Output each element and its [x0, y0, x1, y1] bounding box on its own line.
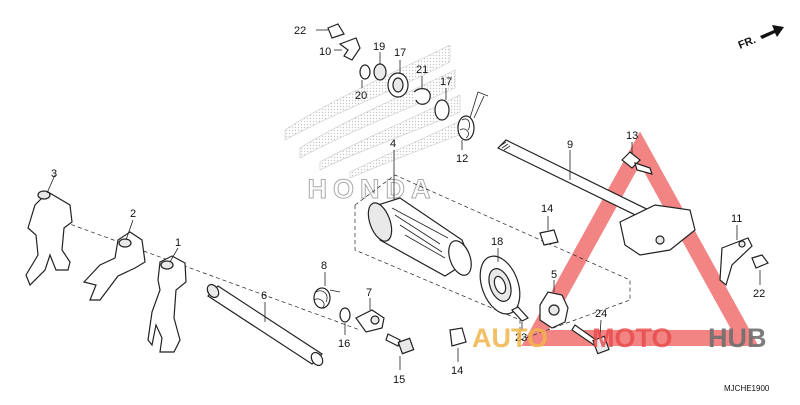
callout-20: 20	[355, 90, 367, 102]
callout-8: 8	[321, 260, 327, 272]
callout-14-upper: 14	[541, 203, 553, 215]
callout-22-top: 22	[294, 25, 306, 37]
callout-11: 11	[731, 213, 742, 225]
callout-21: 21	[416, 64, 428, 76]
bolt-24	[571, 319, 610, 355]
bolt-22-right	[751, 254, 769, 285]
callout-2: 2	[130, 208, 136, 220]
watermark-word-moto: MOTO	[592, 323, 673, 353]
shift-drum-4	[367, 150, 472, 277]
callout-14-lower: 14	[451, 365, 463, 377]
bolt-14-lower	[449, 327, 467, 362]
callout-3: 3	[51, 168, 57, 180]
stopper-arm-7	[355, 298, 385, 333]
bearing-18	[479, 248, 521, 315]
callout-18: 18	[491, 236, 503, 248]
shift-fork-3	[25, 174, 73, 287]
dowel-pin-23	[511, 306, 529, 330]
washer-16	[339, 307, 351, 335]
shift-fork-2	[82, 219, 146, 301]
callout-23: 23	[515, 332, 527, 344]
bolt-15	[385, 333, 415, 370]
callout-4: 4	[390, 138, 396, 150]
washer-20	[359, 64, 371, 88]
diagram-code: MJCHE1900	[724, 384, 770, 393]
drum-assembly-outline	[354, 174, 631, 341]
fork-shaft-6	[206, 283, 324, 367]
callout-13: 13	[626, 130, 638, 142]
bolt-14-upper	[539, 216, 559, 246]
front-direction-arrow: FR.	[737, 25, 784, 52]
callout-9: 9	[567, 139, 573, 151]
gearshift-spindle-9	[496, 139, 696, 256]
spring-8	[313, 272, 341, 309]
shift-fork-1	[147, 247, 187, 353]
callout-10: 10	[319, 46, 331, 58]
washer-17-lower	[434, 88, 450, 121]
callout-12: 12	[456, 153, 468, 165]
washer-17-upper	[387, 60, 409, 98]
return-spring-12	[457, 91, 489, 150]
drum-center-5	[539, 280, 569, 329]
callout-15: 15	[393, 374, 405, 386]
collar-19	[373, 52, 387, 81]
callout-19: 19	[373, 41, 385, 53]
callout-17-lower: 17	[440, 76, 452, 88]
bolt-13	[621, 142, 653, 175]
callout-labels: 1 2 3 4 5 6 7 8 9 10 11 12 13 14 14 15 1…	[51, 25, 765, 386]
watermark-word-hub: HUB	[708, 323, 767, 353]
direction-label: FR.	[737, 34, 758, 52]
watermark-wordmark: AUTO MOTO HUB	[472, 323, 767, 353]
watermark-triangle	[521, 131, 759, 346]
plate-11	[719, 225, 753, 287]
callout-16: 16	[338, 338, 350, 350]
watermark-word-auto: AUTO	[472, 323, 548, 353]
stopper-arm-10	[334, 37, 361, 61]
callout-1: 1	[175, 237, 181, 249]
callout-5: 5	[551, 269, 557, 281]
bolt-22-top	[316, 23, 345, 39]
callout-24: 24	[595, 308, 607, 320]
circlip-21	[413, 76, 431, 105]
callout-17-upper: 17	[394, 47, 406, 59]
callout-6: 6	[261, 290, 267, 302]
callout-22-right: 22	[753, 288, 765, 300]
honda-logo-text: HONDA	[308, 174, 437, 204]
callout-7: 7	[366, 287, 372, 299]
